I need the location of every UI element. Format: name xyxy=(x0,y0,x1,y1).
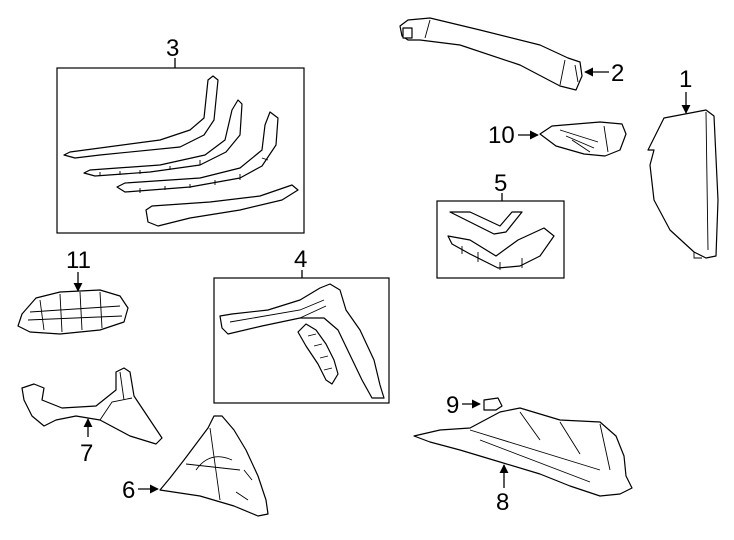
bracket-panel-ribs xyxy=(185,427,253,501)
callout-label-4: 4 xyxy=(294,246,307,273)
part-group-7: 7 xyxy=(21,367,163,467)
molding-strip-upper xyxy=(63,75,219,159)
part-group-9: 9 xyxy=(446,392,503,419)
molding-strip-middle-clips xyxy=(99,160,201,176)
callout-label-6: 6 xyxy=(122,477,135,504)
console-trim-clips xyxy=(461,246,523,270)
callout-label-1: 1 xyxy=(679,66,692,93)
bracket-part xyxy=(539,121,627,157)
part-group-2: 2 xyxy=(399,17,624,91)
part-group-3: 3 xyxy=(56,35,305,234)
callout-label-11: 11 xyxy=(66,247,91,274)
lower-trim-insert-clips xyxy=(307,333,333,371)
long-lower-trim xyxy=(413,407,633,497)
callout-label-3: 3 xyxy=(166,35,179,62)
clip-part xyxy=(483,397,503,411)
callout-label-7: 7 xyxy=(80,440,93,467)
part-group-1: 1 xyxy=(647,66,719,259)
bracket-part-ribs xyxy=(559,125,609,153)
part-group-5: 5 xyxy=(436,170,565,279)
part-box-5 xyxy=(436,200,565,279)
part-group-6: 6 xyxy=(122,415,269,517)
part-box-4 xyxy=(213,277,390,404)
callout-label-2: 2 xyxy=(611,60,624,87)
molding-strip-bottom xyxy=(145,184,299,227)
bracket-panel xyxy=(159,415,269,517)
pillar-trim xyxy=(399,17,583,91)
callout-label-10: 10 xyxy=(488,122,515,149)
long-lower-trim-detail xyxy=(469,411,611,483)
pillar-trim-clip xyxy=(402,27,413,39)
lower-trim-panel xyxy=(219,283,385,399)
trim-piece xyxy=(21,367,163,445)
callout-label-5: 5 xyxy=(494,170,507,197)
quarter-panel-trim-edge xyxy=(693,111,709,259)
callout-label-9: 9 xyxy=(446,392,459,419)
pillar-trim-detail xyxy=(424,19,579,86)
part-group-11: 11 xyxy=(17,247,129,335)
part-group-10: 10 xyxy=(488,121,627,157)
console-trim-upper xyxy=(449,211,523,235)
callout-label-8: 8 xyxy=(496,489,509,516)
part-box-3 xyxy=(56,67,305,234)
bracket-assembly-grid xyxy=(27,291,123,333)
part-group-4: 4 xyxy=(213,246,390,404)
part-group-8: 8 xyxy=(413,407,633,516)
molding-strip-lower xyxy=(116,111,279,193)
molding-strip-lower-clips xyxy=(139,157,269,193)
lower-trim-insert xyxy=(297,323,339,385)
console-trim-lower xyxy=(447,227,555,269)
molding-strip-middle xyxy=(83,99,243,177)
trim-piece-detail xyxy=(99,371,133,421)
lower-trim-panel-edge xyxy=(229,299,327,323)
